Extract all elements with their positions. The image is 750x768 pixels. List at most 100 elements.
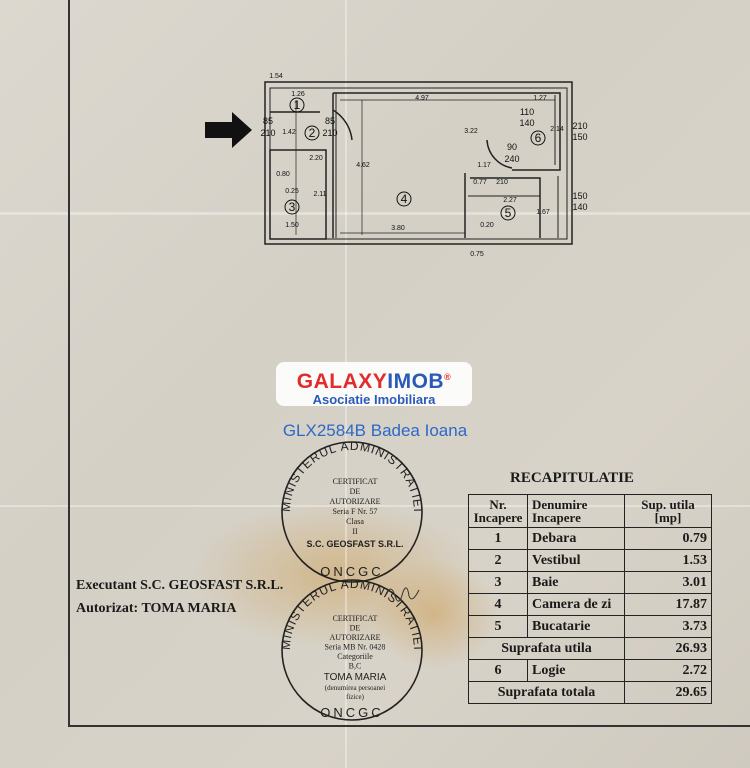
door-width-label: 90	[507, 142, 517, 152]
text-cell: Seria MB Nr. 0428	[325, 643, 386, 652]
text-cell: 26.93	[624, 637, 712, 660]
recap-table: Nr. Incapere Denumire Incapere Sup. util…	[468, 494, 712, 704]
text-cell: Baie	[527, 571, 625, 594]
door-width-label: 85	[263, 116, 273, 126]
dimension-label: 4.62	[356, 162, 370, 169]
room-number: 2	[309, 126, 316, 140]
room-number: 1	[294, 98, 301, 112]
dimension-label: 2.14	[550, 126, 564, 133]
entrance-arrow-icon	[205, 112, 252, 148]
text-cell: B,C	[349, 662, 362, 671]
text-cell: Vestibul	[527, 549, 625, 572]
text-cell: 29.65	[624, 681, 712, 704]
text-cell: 17.87	[624, 593, 712, 616]
dimension-label: 210	[496, 179, 508, 186]
text-cell: Clasa	[346, 517, 364, 526]
text-cell: Suprafata totala	[468, 681, 625, 704]
text-cell: AUTORIZARE	[330, 497, 381, 506]
text-cell: fizice)	[346, 693, 365, 701]
text-cell: CERTIFICAT	[333, 477, 378, 486]
text-cell: DE	[350, 624, 361, 633]
text-cell: Sup. utila [mp]	[624, 494, 712, 528]
text-cell: II	[352, 527, 358, 536]
table-header: Nr. Incapere Denumire Incapere Sup. util…	[468, 494, 712, 528]
dimension-label: 1.26	[291, 91, 305, 98]
door-height-label: 210	[260, 128, 275, 138]
window-height-label: 150	[572, 132, 587, 142]
paper-fold	[0, 212, 750, 215]
text-cell: MINISTERUL ADMINISTRATIEI PUBLICE	[0, 0, 424, 651]
room-number: 4	[401, 192, 408, 206]
dimension-label: 1.67	[536, 209, 550, 216]
dimension-label: 1.17	[477, 162, 491, 169]
border-line-left	[68, 0, 70, 726]
dimension-label: 2.20	[309, 155, 323, 162]
door-width-label: 85	[325, 116, 335, 126]
text-cell: Logie	[527, 659, 625, 682]
text-cell: 6	[468, 659, 528, 682]
dimension-label: 3.22	[464, 128, 478, 135]
text-cell: 3.73	[624, 615, 712, 638]
text-cell: DE	[350, 487, 361, 496]
dimension-label: 0.75	[470, 251, 484, 258]
door-height-label: 240	[504, 154, 519, 164]
room-number: 6	[535, 131, 542, 145]
text-cell: 0.79	[624, 527, 712, 550]
text-cell: Debara	[527, 527, 625, 550]
authorized-label: Autorizat: TOMA MARIA	[76, 601, 237, 616]
dimension-label: 2.27	[503, 197, 517, 204]
window-width-label: 150	[572, 191, 587, 201]
dimension-label: 1.27	[533, 95, 547, 102]
text-cell: Suprafata utila	[468, 637, 625, 660]
dimension-label: 2.11	[313, 191, 326, 198]
stamp-geosfast: MINISTERUL ADMINISTRATIEI PUBLICE ONCGC …	[0, 0, 424, 579]
text-cell: 3	[468, 571, 528, 594]
brand-red: GALAXY	[296, 370, 388, 393]
executant-label: Executant S.C. GEOSFAST S.R.L.	[76, 578, 284, 593]
text-cell: Seria F Nr. 57	[333, 507, 378, 516]
text-cell: TOMA MARIA	[324, 672, 387, 683]
text-cell: Bucatarie	[527, 615, 625, 638]
text-cell: 3.01	[624, 571, 712, 594]
text-cell: 1	[468, 527, 528, 550]
text-cell: Categoriile	[337, 652, 373, 661]
room-number: 5	[505, 206, 512, 220]
signature	[384, 587, 420, 602]
text-cell: Camera de zi	[527, 593, 625, 616]
dimension-label: 0.80	[276, 171, 290, 178]
text-cell: 5	[468, 615, 528, 638]
dimension-label: 1.54	[269, 73, 283, 80]
dimension-label: 0.77	[473, 179, 487, 186]
recap-title: RECAPITULATIE	[510, 470, 634, 486]
text-cell: CERTIFICAT	[333, 614, 378, 623]
svg-text:MINISTERUL ADMINISTRATIEI PUBL: MINISTERUL ADMINISTRATIEI PUBLICE	[0, 0, 425, 651]
registered-mark: ®	[444, 372, 452, 382]
watermark-logo: GALAXYIMOB® Asociatie Imobiliara	[276, 362, 472, 407]
door-height-label: 210	[322, 128, 337, 138]
dimension-label: 3.80	[391, 225, 405, 232]
text-cell: Nr. Incapere	[468, 494, 528, 528]
text-cell: ONCGC	[320, 705, 383, 720]
border-line-bottom	[68, 725, 750, 727]
text-cell: 2	[468, 549, 528, 572]
text-cell: S.C. GEOSFAST S.R.L.	[306, 539, 403, 549]
window-height-label: 140	[519, 118, 534, 128]
paper-fold	[0, 505, 750, 507]
dimension-label: 1.42	[282, 129, 296, 136]
dimension-label: 1.50	[285, 222, 299, 229]
dimension-label: 0.25	[285, 188, 299, 195]
text-cell: 4	[468, 593, 528, 616]
text-cell: (denumirea persoanei	[325, 684, 385, 692]
dimension-label: 0.20	[480, 222, 494, 229]
window-width-label: 110	[520, 107, 534, 117]
text-cell: AUTORIZARE	[330, 633, 381, 642]
